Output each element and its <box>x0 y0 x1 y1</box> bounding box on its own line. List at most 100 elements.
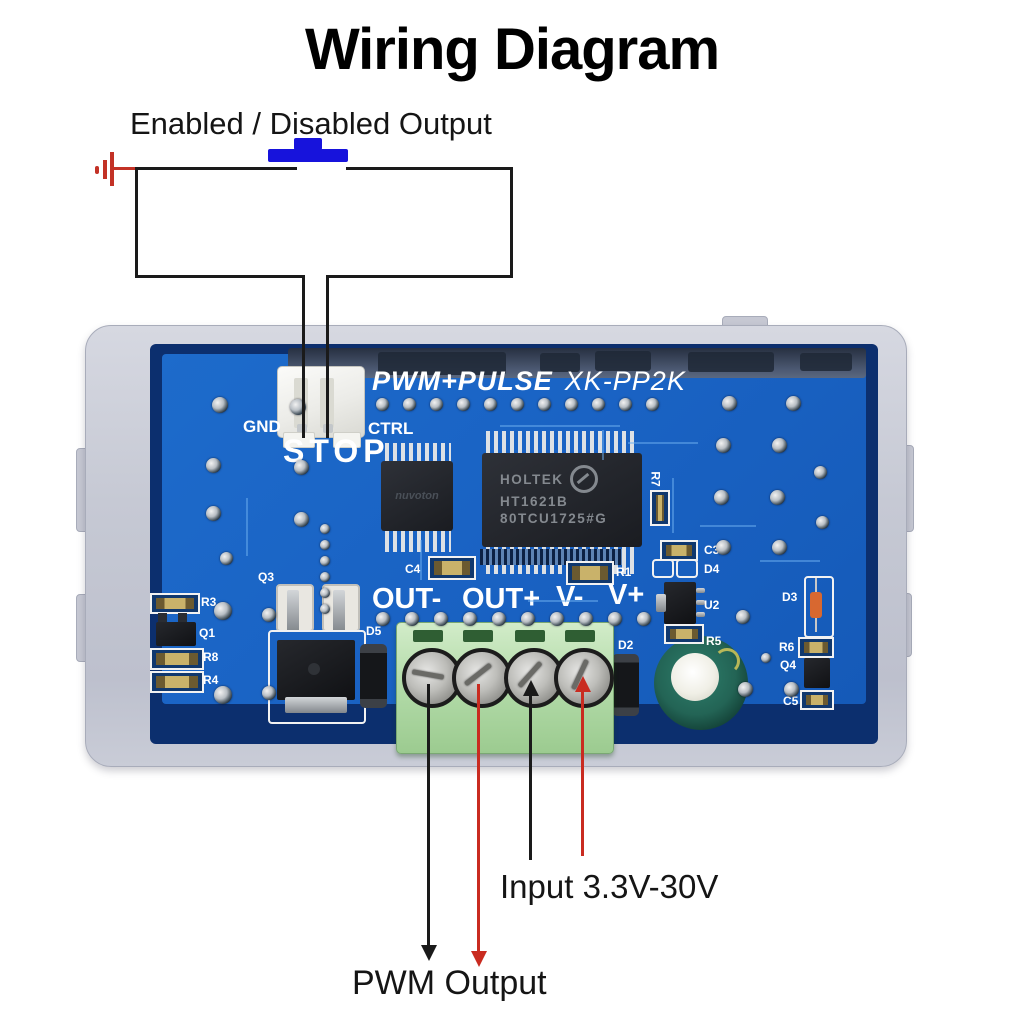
out-plus-wire <box>477 684 480 953</box>
battery-symbol-long-bar <box>110 152 114 186</box>
button-shadow <box>378 352 506 375</box>
solder-pad <box>376 398 389 411</box>
v-plus-label: V+ <box>608 579 645 611</box>
capacitor-c3 <box>660 540 698 561</box>
capacitor-c4 <box>428 556 476 580</box>
wire-top-left <box>135 167 297 170</box>
pcb-trace <box>672 478 674 533</box>
out-plus-label: OUT+ <box>462 583 541 615</box>
capacitor-c3-body <box>666 545 692 556</box>
solder-pad <box>646 398 659 411</box>
ref-r6: R6 <box>779 640 795 654</box>
solder-pad <box>736 610 750 624</box>
diode-d4-symbol-1 <box>652 559 674 578</box>
v-minus-label: V- <box>556 581 584 613</box>
wire-left-side <box>135 167 138 278</box>
solder-pad <box>463 612 477 626</box>
diode-d5 <box>360 644 387 708</box>
lcd-shadow-1 <box>540 353 580 372</box>
capacitor-mark <box>714 648 740 674</box>
resistor-r4-body <box>156 676 198 688</box>
terminal-slot-1 <box>413 630 443 642</box>
v-minus-arrowhead <box>523 680 539 696</box>
ref-c5: C5 <box>783 694 799 708</box>
diode-d3-body <box>810 592 822 618</box>
enabled-disabled-label: Enabled / Disabled Output <box>130 106 492 141</box>
ref-c3: C3 <box>704 543 720 557</box>
mcu-chip: nuvoton <box>381 461 453 531</box>
solder-pad <box>262 608 276 622</box>
resistor-r3 <box>150 593 200 614</box>
ref-r3: R3 <box>201 595 217 609</box>
driver-lot-text: 80TCU1725#G <box>500 511 608 526</box>
solder-pad <box>484 398 497 411</box>
input-range-label: Input 3.3V-30V <box>500 868 719 905</box>
resistor-r6-body <box>804 642 828 653</box>
pcb-trace <box>246 498 248 556</box>
solder-pad <box>214 686 232 704</box>
lcd-shadow-3 <box>688 352 774 372</box>
ref-d2: D2 <box>618 638 634 652</box>
switch-symbol-bar <box>268 149 348 162</box>
transistor-q1 <box>156 622 196 646</box>
pcb-trace <box>420 540 422 580</box>
wire-bottom-left <box>135 275 305 278</box>
solder-pad <box>814 466 827 479</box>
resistor-r8-body <box>156 653 198 665</box>
mcu-pins-top <box>385 443 451 463</box>
silkscreen-model-prefix: PWM+PULSE <box>372 366 553 396</box>
v-plus-arrowhead <box>575 676 591 692</box>
solder-pad <box>220 552 233 565</box>
solder-pad <box>619 398 632 411</box>
pcb-trace <box>628 442 698 444</box>
terminal-slot-4 <box>565 630 595 642</box>
ref-r8: R8 <box>203 650 219 664</box>
mosfet-tab <box>285 697 347 713</box>
mosfet-dot <box>308 663 320 675</box>
pcb-trace <box>602 430 604 460</box>
diode-d2 <box>612 654 639 716</box>
solder-pad <box>592 398 605 411</box>
solder-pad <box>262 686 276 700</box>
resistor-r1-body <box>572 566 608 580</box>
gnd-label: GND <box>243 417 281 436</box>
screw-out-plus <box>452 648 512 708</box>
solder-dot-1 <box>158 613 167 622</box>
wire-bottom-right <box>326 275 513 278</box>
out-plus-arrowhead <box>471 951 487 967</box>
ref-d4: D4 <box>704 562 720 576</box>
jst-foot-left <box>283 432 315 448</box>
holtek-logo-icon <box>569 465 598 493</box>
diode-d4-symbol-2 <box>676 559 698 578</box>
resistor-r7 <box>650 490 670 526</box>
solder-pad <box>637 612 651 626</box>
solder-pad <box>761 653 771 663</box>
ref-r5: R5 <box>706 634 722 648</box>
solder-pad <box>772 540 787 555</box>
resistor-r1 <box>566 561 614 585</box>
capacitor-c5-body <box>806 695 828 705</box>
resistor-r5 <box>664 624 704 644</box>
resistor-r4 <box>150 671 204 693</box>
solder-pad <box>403 398 416 411</box>
ref-r1: R1 <box>616 565 632 579</box>
v-plus-wire <box>581 692 584 856</box>
pcb-trace <box>700 525 756 527</box>
u2-pin-3 <box>696 612 705 617</box>
page-title: Wiring Diagram <box>304 17 720 82</box>
mcu-pins-bottom <box>385 530 451 552</box>
solder-pad <box>212 397 228 413</box>
ref-q3: Q3 <box>258 570 275 584</box>
solder-pad <box>786 396 801 411</box>
resistor-r8 <box>150 648 204 670</box>
solder-pad <box>294 460 309 475</box>
solder-dot-2 <box>178 613 187 622</box>
transistor-q4 <box>804 658 830 688</box>
battery-lead-wire <box>113 167 137 170</box>
driver-brand-text: HOLTEK <box>500 471 564 487</box>
resistor-r3-body <box>156 598 194 609</box>
regulator-u2 <box>664 582 696 624</box>
wire-to-ctrl-pin <box>326 275 329 438</box>
solder-pad <box>608 612 622 626</box>
solder-pad <box>770 490 785 505</box>
